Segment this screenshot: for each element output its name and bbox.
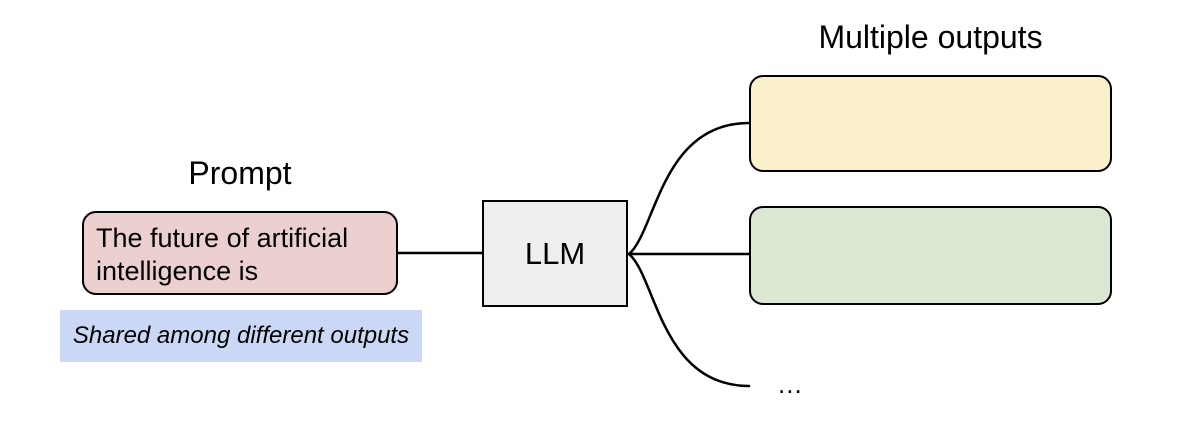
connector-llm-to-output-1 — [627, 121, 751, 256]
more-outputs-ellipsis: ... — [778, 369, 803, 399]
connector-llm-to-more-outputs — [627, 252, 751, 388]
prompt-box: The future of artificial intelligence is — [82, 211, 398, 295]
prompt-text: The future of artificial intelligence is — [96, 223, 349, 286]
shared-note: Shared among different outputs — [60, 310, 422, 362]
prompt-section-label: Prompt — [188, 155, 292, 191]
outputs-section-label: Multiple outputs — [818, 19, 1043, 55]
llm-box: LLM — [482, 200, 628, 307]
llm-label: LLM — [524, 235, 586, 271]
output-box-1 — [749, 75, 1112, 172]
output-box-2 — [749, 206, 1112, 305]
shared-note-text: Shared among different outputs — [72, 322, 410, 349]
